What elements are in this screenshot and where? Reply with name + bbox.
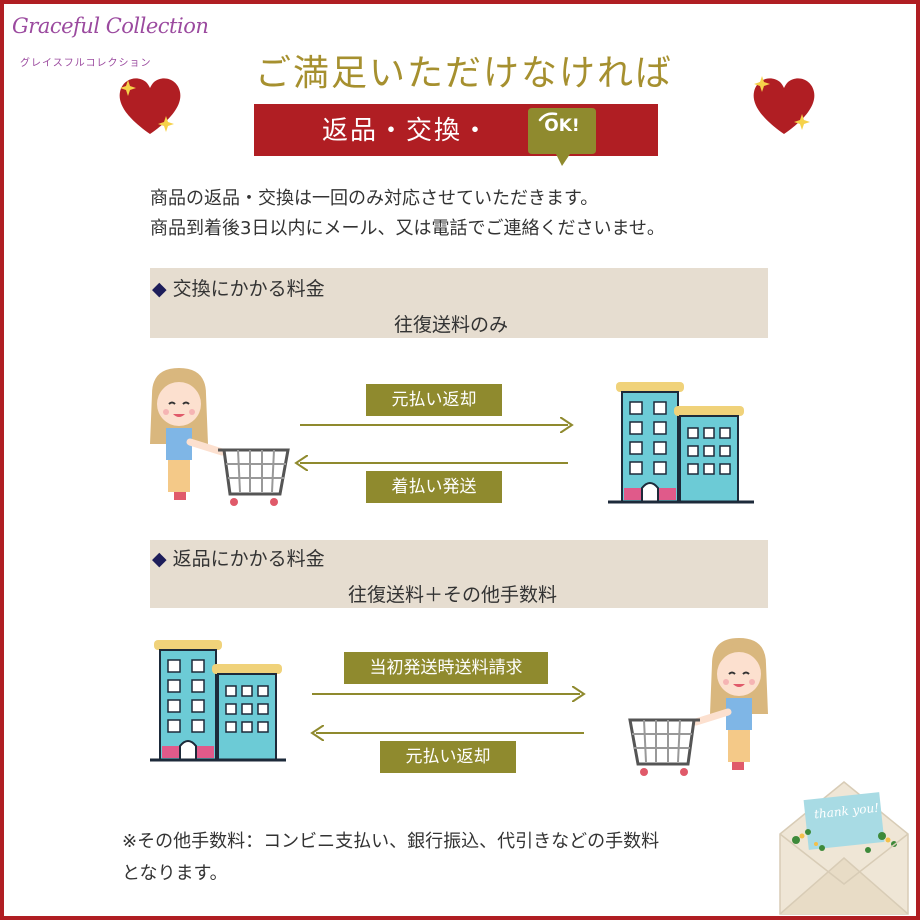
exchange-fee-panel — [150, 268, 768, 338]
exchange-fee: 往復送料のみ — [394, 314, 509, 336]
arrow-right-head-icon — [572, 686, 586, 702]
exchange-heading: ◆ 交換にかかる料金 — [152, 274, 325, 301]
page-title: ご満足いただけなければ — [254, 53, 673, 94]
brand-logo: Graceful Collection — [12, 14, 209, 38]
intro-text: 商品の返品・交換は一回のみ対応させていただきます。 商品到着後3日以内にメール、… — [150, 184, 665, 244]
exchange-label: 交換にかかる料金 — [172, 278, 325, 300]
arrow-right — [300, 424, 568, 426]
store-building-icon — [150, 640, 286, 762]
return-fee: 往復送料＋その他手数料 — [348, 584, 558, 606]
store-building-icon — [608, 382, 754, 504]
brand-logo-kana: グレイスフルコレクション — [20, 58, 152, 69]
heart-sparkle-icon-right — [753, 76, 815, 134]
arrow-left — [300, 462, 568, 464]
ok-badge: OK! — [544, 116, 580, 136]
ok-speech-bubble-icon — [528, 108, 596, 166]
arrow-left — [316, 732, 584, 734]
customer-with-cart-icon — [150, 368, 290, 506]
intro-line-1: 商品の返品・交換は一回のみ対応させていただきます。 — [150, 188, 599, 209]
exchange-tag-cod-shipping: 着払い発送 — [366, 471, 502, 503]
return-tag-initial-shipping-charge: 当初発送時送料請求 — [344, 652, 548, 684]
banner-text: 返品・交換・ — [322, 116, 491, 146]
thank-you-envelope-icon — [779, 781, 909, 915]
intro-line-2: 商品到着後3日以内にメール、又は電話でご連絡くださいませ。 — [150, 218, 665, 239]
return-tag-prepaid-return: 元払い返却 — [380, 741, 516, 773]
heart-sparkle-icon-left — [119, 78, 181, 134]
return-label: 返品にかかる料金 — [172, 548, 325, 570]
footnote-line-1: ※その他手数料：コンビニ支払い、銀行振込、代引きなどの手数料 — [122, 831, 660, 852]
diamond-bullet-icon: ◆ — [152, 278, 167, 300]
return-heading: ◆ 返品にかかる料金 — [152, 544, 325, 571]
arrow-right-head-icon — [560, 417, 574, 433]
fee-footnote: ※その他手数料：コンビニ支払い、銀行振込、代引きなどの手数料 となります。 — [122, 826, 659, 890]
diamond-bullet-icon: ◆ — [152, 548, 167, 570]
arrow-right — [312, 693, 580, 695]
exchange-tag-prepaid-return: 元払い返却 — [366, 384, 502, 416]
arrow-left-head-icon — [310, 725, 324, 741]
footnote-line-2: となります。 — [122, 863, 228, 884]
return-fee-panel — [150, 540, 768, 608]
customer-with-cart-icon — [628, 638, 768, 776]
arrow-left-head-icon — [294, 455, 308, 471]
